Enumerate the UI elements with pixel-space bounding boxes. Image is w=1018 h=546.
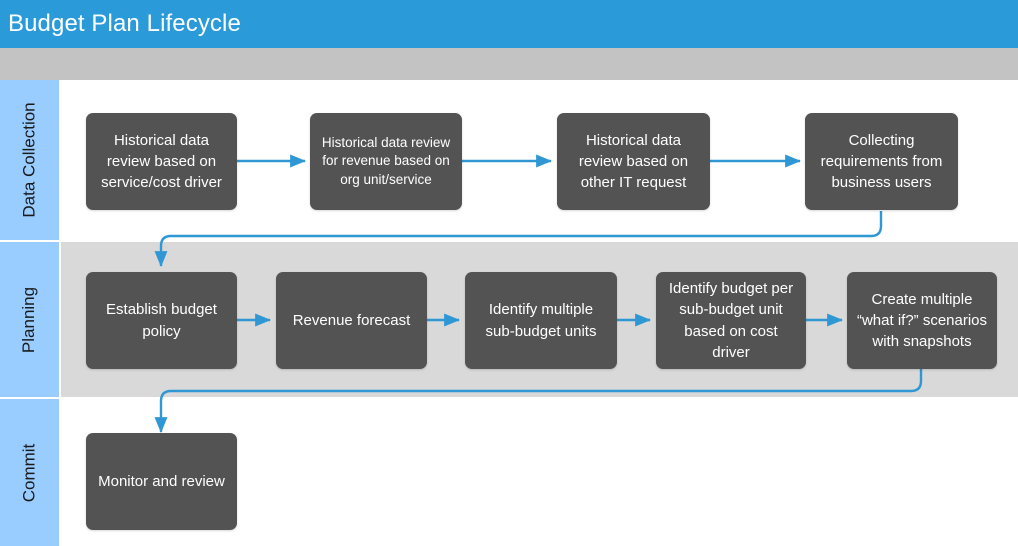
process-node-label: Monitor and review [98,472,225,490]
process-node-label: Historical data review based on service/… [101,131,222,192]
process-node-label: Revenue forecast [292,311,411,329]
process-node-label: Historical data review for revenue based… [321,134,451,187]
swimlane-label-data-collection: Data Collection [0,80,59,240]
process-node-historical-service-cost-driver[interactable]: Historical data review based on service/… [86,113,237,210]
swimlane-label-text: Data Collection [19,102,39,218]
process-node-establish-budget-policy[interactable]: Establish budget policy [86,272,237,369]
process-node-label: Establish budget policy [106,301,217,340]
process-node-historical-revenue-org-unit[interactable]: Historical data review for revenue based… [310,113,462,210]
process-node-label: Historical data review based on other IT… [578,131,689,192]
process-node-label: Collecting requirements from business us… [820,131,943,192]
process-node-label: Identify multiple sub-budget units [485,301,597,340]
page-title: Budget Plan Lifecycle [8,10,241,37]
process-node-monitor-and-review[interactable]: Monitor and review [86,433,237,530]
process-node-create-what-if-scenarios[interactable]: Create multiple “what if?” scenarios wit… [847,272,997,369]
process-node-identify-budget-per-unit[interactable]: Identify budget per sub-budget unit base… [656,272,806,369]
process-node-revenue-forecast[interactable]: Revenue forecast [276,272,427,369]
swimlane-label-text: Commit [19,443,39,502]
swimlane-label-planning: Planning [0,242,59,397]
swimlane-label-commit: Commit [0,399,59,546]
header-accent-band [0,48,1018,80]
process-node-label: Create multiple “what if?” scenarios wit… [856,290,988,351]
swimlane-label-text: Planning [19,286,39,353]
process-node-label: Identify budget per sub-budget unit base… [668,279,794,361]
header-bar [0,0,1018,48]
process-node-collecting-requirements[interactable]: Collecting requirements from business us… [805,113,958,210]
process-node-identify-sub-budget-units[interactable]: Identify multiple sub-budget units [465,272,617,369]
process-node-historical-other-it-request[interactable]: Historical data review based on other IT… [557,113,710,210]
